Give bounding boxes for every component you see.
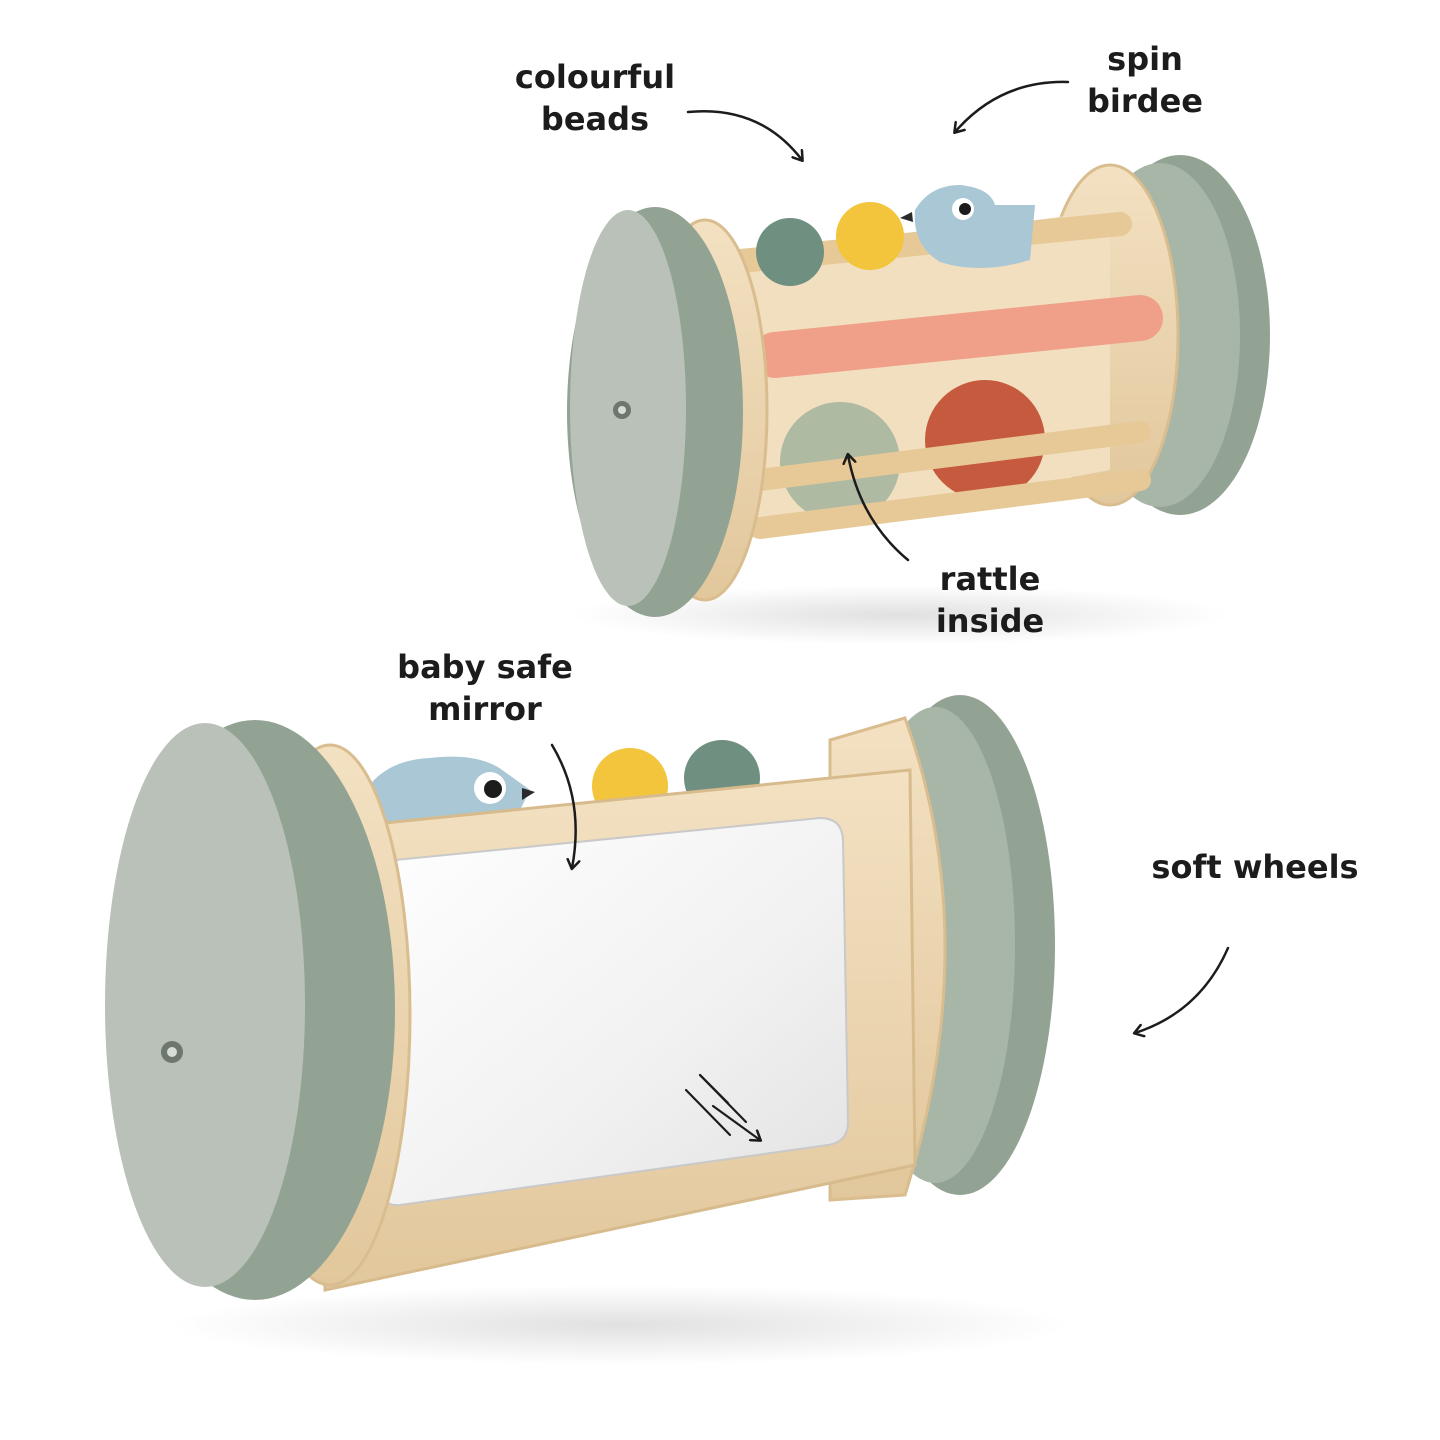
rattle-inside-arrow (848, 455, 910, 562)
top-rattle-toy (567, 155, 1270, 645)
soft-wheels-arrow (1135, 946, 1230, 1033)
motion-lines (684, 1073, 760, 1140)
bottom-mirror-toy (105, 695, 1070, 1365)
rattle-inside-label: rattle inside (935, 560, 1045, 640)
red-ball (925, 380, 1045, 500)
teal-bead (756, 218, 824, 286)
mirror-panel (376, 816, 850, 1207)
bird-icon (900, 185, 1035, 269)
baby-safe-mirror-arrow (550, 743, 576, 868)
spin-birdee-arrow (955, 80, 1070, 132)
colourful-beads-arrow (686, 110, 802, 160)
colourful-beads-label: colourful beads (514, 58, 676, 138)
baby-safe-mirror-label: baby safe mirror (397, 648, 573, 728)
spin-birdee-label: spin birdee (1087, 40, 1203, 120)
yellow-bead (836, 202, 904, 270)
soft-wheels-label: soft wheels (1151, 848, 1359, 886)
salmon-rod (752, 295, 1163, 378)
